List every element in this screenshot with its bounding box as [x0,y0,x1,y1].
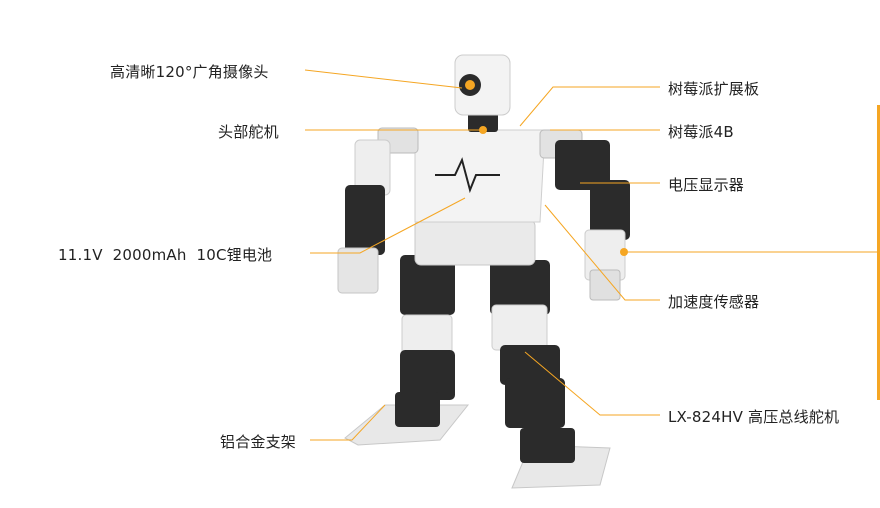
camera-label: 高清晰120°广角摄像头 [110,63,269,81]
accent-bar [877,105,880,400]
accelerometer-leader [544,204,660,301]
raspberry-pi-label: 树莓派4B [668,123,734,141]
accelerometer-label: 加速度传感器 [668,293,760,311]
bracket-label: 铝合金支架 [220,433,297,451]
bracket-leader [310,404,386,441]
camera-leader [304,69,463,89]
bus-servo-leader [524,351,660,416]
expansion-board-leader [519,86,660,127]
expansion-board-label: 树莓派扩展板 [668,80,760,98]
battery-label: 11.1V 2000mAh 10C锂电池 [58,246,273,264]
battery-leader [310,197,466,254]
bus-servo-label: LX-824HV 高压总线舵机 [668,408,840,426]
head-servo-label: 头部舵机 [218,123,279,141]
voltage-display-label: 电压显示器 [668,176,745,194]
